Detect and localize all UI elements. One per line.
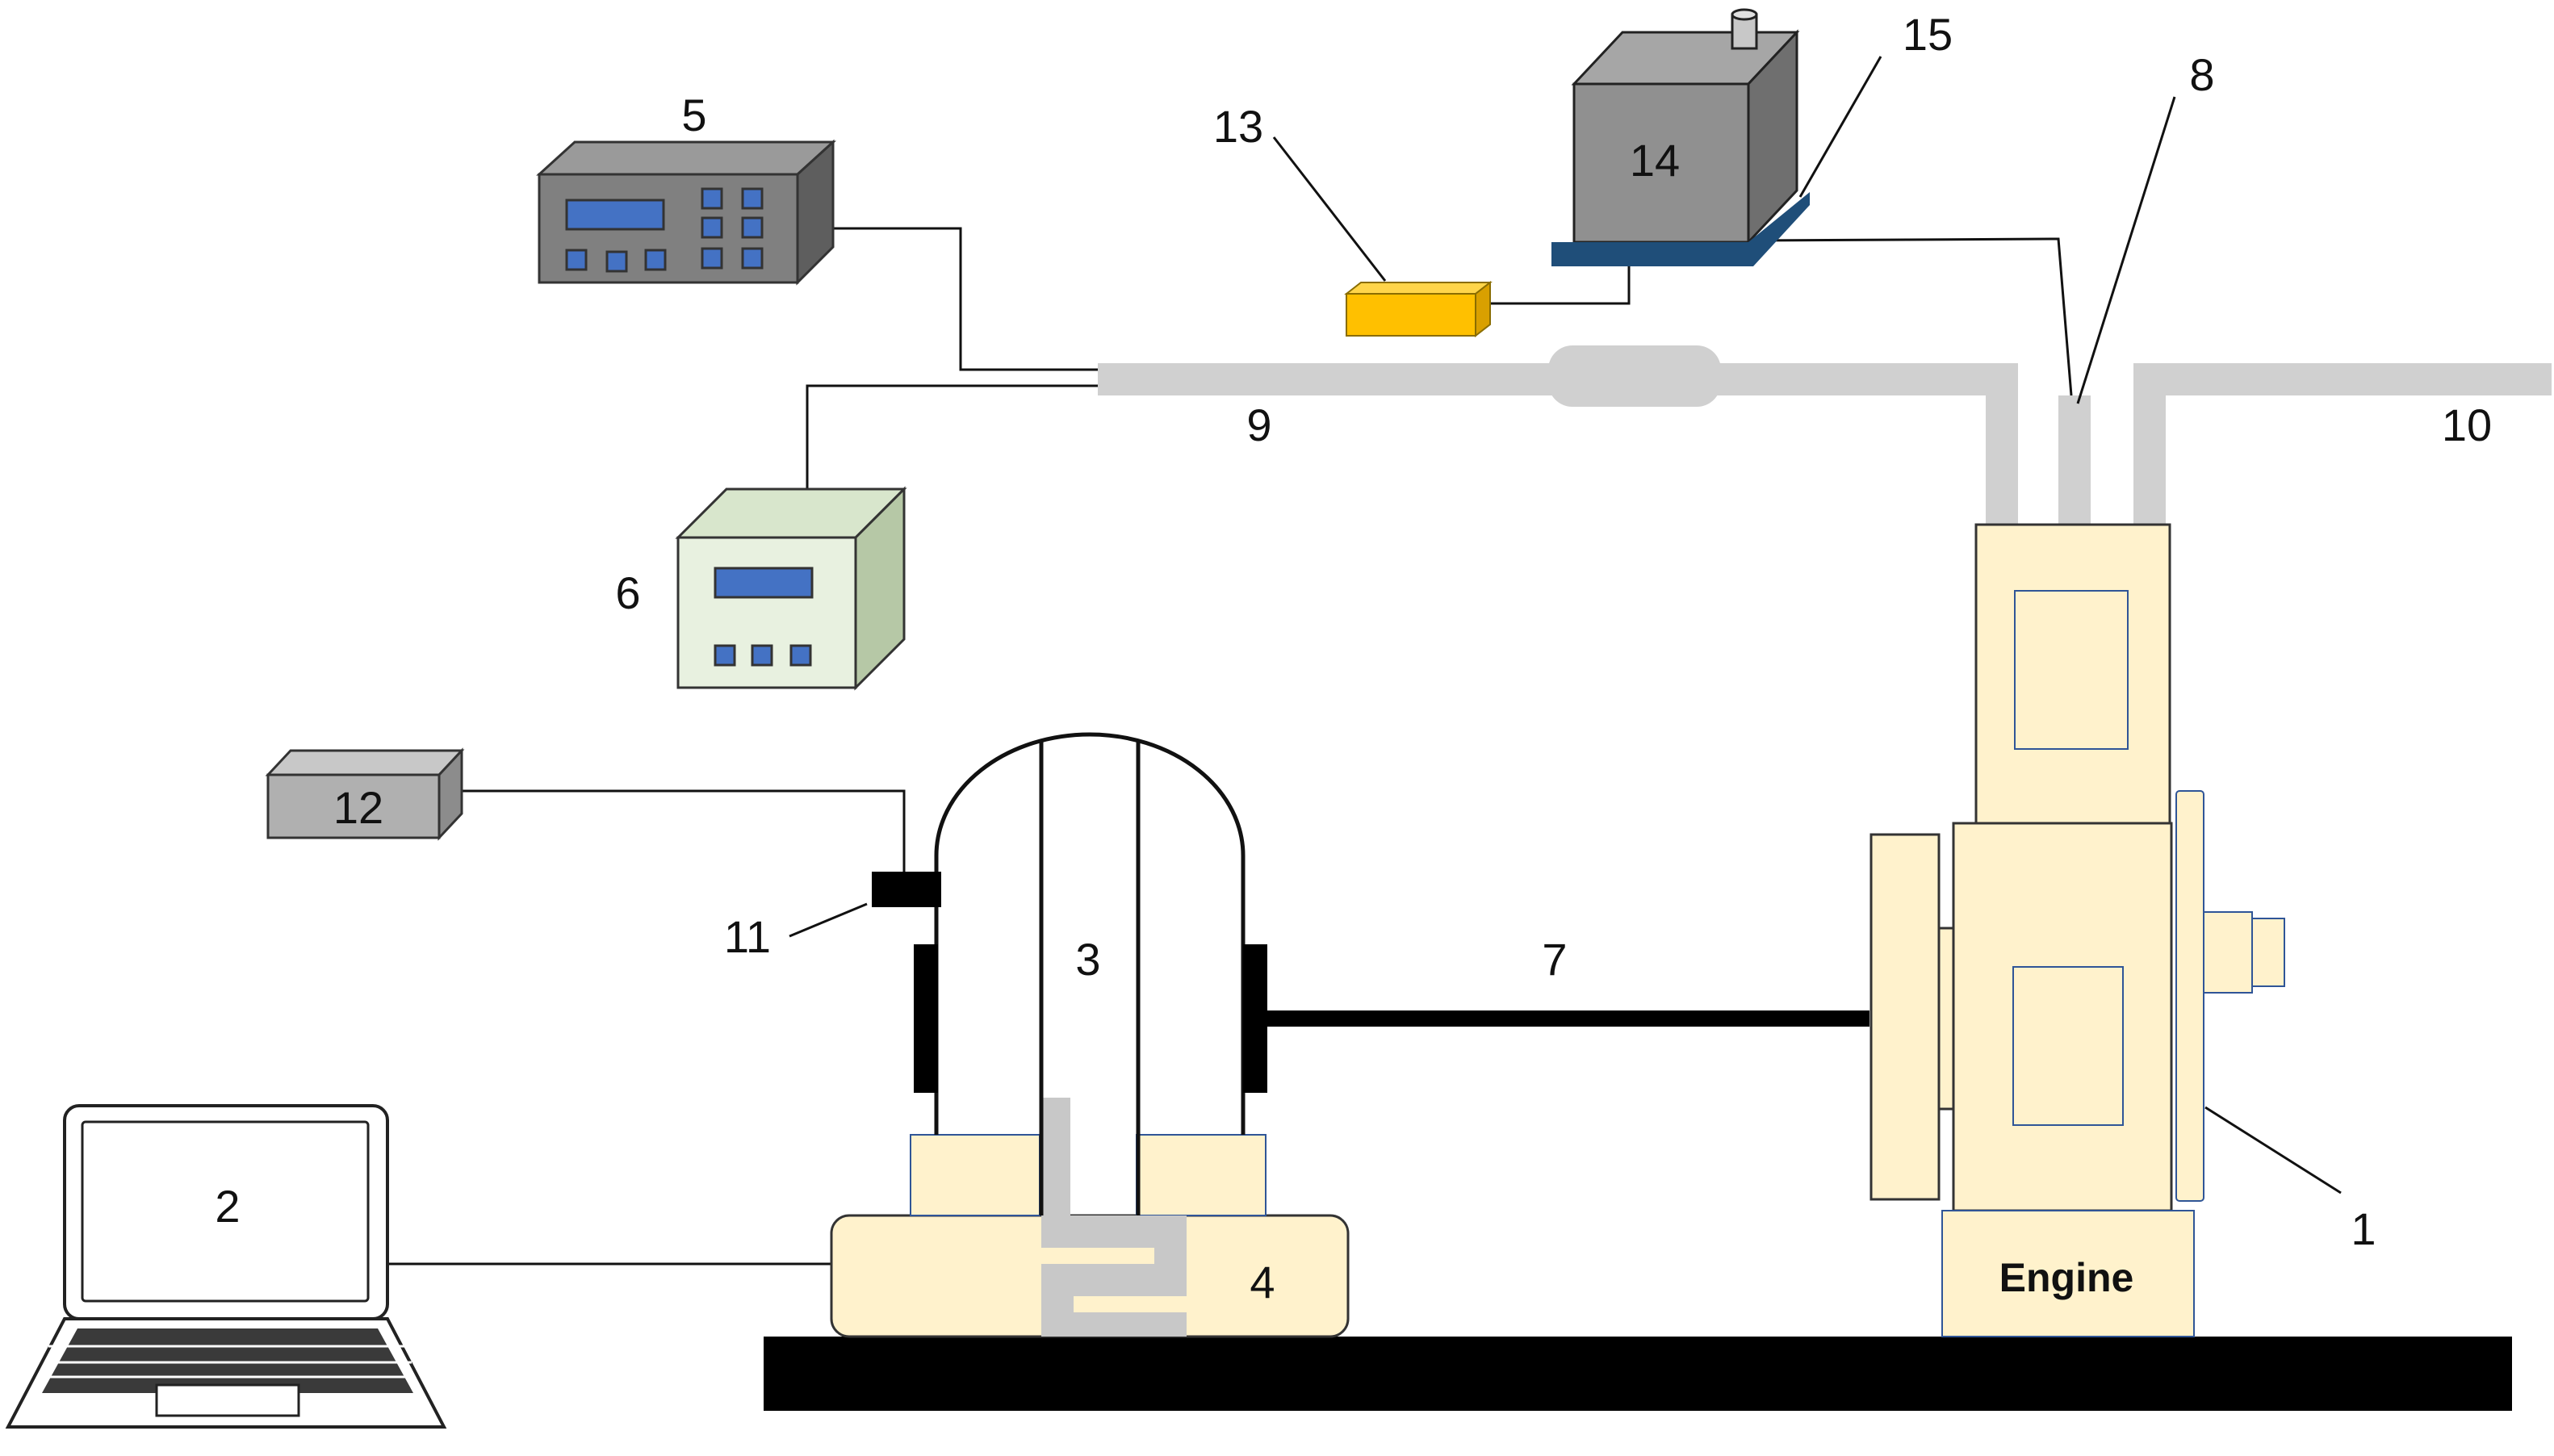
speed-sensor-11 [872, 872, 941, 907]
leader-lines [789, 56, 2342, 1195]
analyzer-5-key [741, 216, 764, 239]
analyzer-5-key [644, 249, 667, 271]
ground-rail [764, 1337, 2512, 1411]
wire-analyzer-5 [825, 227, 1098, 371]
engine-label: Engine [1999, 1255, 2134, 1300]
sensor-box-12 [265, 747, 465, 841]
dyno-base-4 [830, 1098, 1350, 1338]
dyno-bracket-left [914, 944, 938, 1093]
engine-block-window [2012, 966, 2124, 1126]
analyzer-5-key [701, 187, 723, 210]
analyzer-5-key [741, 247, 764, 270]
label-4: 4 [1250, 1257, 1275, 1307]
dyno-support-left [910, 1134, 1040, 1216]
leader-15 [1798, 56, 1882, 198]
intake-pipe-down [1986, 363, 2018, 525]
analyzer-5-key [741, 187, 764, 210]
computer-2 [5, 1104, 447, 1429]
engine-side-plate [2175, 790, 2204, 1202]
label-12: 12 [333, 782, 383, 833]
engine-base [1941, 1210, 2195, 1337]
wire-sensor-box [460, 789, 906, 880]
analyzer-6-display [714, 567, 814, 599]
analyzer-6-key [714, 644, 736, 667]
dyno-housing [934, 732, 1246, 1135]
leader-11 [789, 902, 868, 938]
exhaust-pipe [2133, 363, 2552, 525]
analyzer-5-key [605, 250, 628, 273]
laptop-keyboard [42, 1328, 413, 1393]
fuel-tank-front [1572, 82, 1750, 244]
label-8: 8 [2189, 49, 2214, 100]
label-6: 6 [615, 567, 640, 618]
label-7: 7 [1542, 934, 1567, 985]
dyno-support-right [1136, 1134, 1267, 1216]
laptop-screen [81, 1120, 370, 1303]
intake-pipe [1098, 345, 2018, 525]
label-14: 14 [1630, 135, 1680, 186]
engine-1 [1869, 523, 2285, 1337]
analyzer-5-display [565, 199, 665, 231]
leader-13 [1272, 136, 1387, 282]
probe-8 [2058, 395, 2091, 525]
leader-1 [2204, 1106, 2342, 1195]
fuel-tank-14 [1571, 8, 1800, 245]
analyzer-6-key [751, 644, 773, 667]
analyzer-6-key [789, 644, 812, 667]
label-13: 13 [1213, 101, 1263, 152]
flywheel-connector [1937, 927, 1955, 1111]
pulley-outer [2203, 911, 2253, 994]
label-3: 3 [1075, 934, 1100, 985]
analyzer-5-key [701, 247, 723, 270]
analyzer-5-key [701, 216, 723, 239]
dynamometer-3 [934, 732, 1246, 1215]
wire-scale-engine [1751, 237, 2073, 396]
label-2: 2 [215, 1181, 240, 1232]
scale-15 [1551, 192, 1810, 266]
label-9: 9 [1246, 400, 1271, 450]
label-10: 10 [2442, 400, 2492, 450]
intake-damper [1548, 345, 1721, 407]
laptop-touchpad [155, 1383, 300, 1417]
yellow-unit-13 [1344, 280, 1493, 338]
engine-head-window [2014, 590, 2129, 750]
label-5: 5 [681, 90, 706, 140]
analyzer-5-key [565, 249, 588, 271]
analyzer-5 [536, 139, 836, 286]
label-1: 1 [2351, 1203, 2376, 1254]
flywheel-housing [1869, 833, 1941, 1201]
drive-shaft-7 [1267, 1010, 1869, 1027]
wire-yellow-scale [1484, 263, 1631, 305]
analyzer-6 [675, 486, 907, 691]
pulley-inner [2251, 918, 2285, 987]
leader-8 [2076, 96, 2176, 404]
coolant-channel [1041, 1098, 1187, 1337]
label-15: 15 [1903, 9, 1953, 60]
exhaust-pipe-segment [2133, 363, 2552, 395]
wire-analyzer-6 [806, 384, 1098, 489]
dyno-bracket-right [1243, 944, 1267, 1093]
label-11: 11 [724, 911, 771, 962]
